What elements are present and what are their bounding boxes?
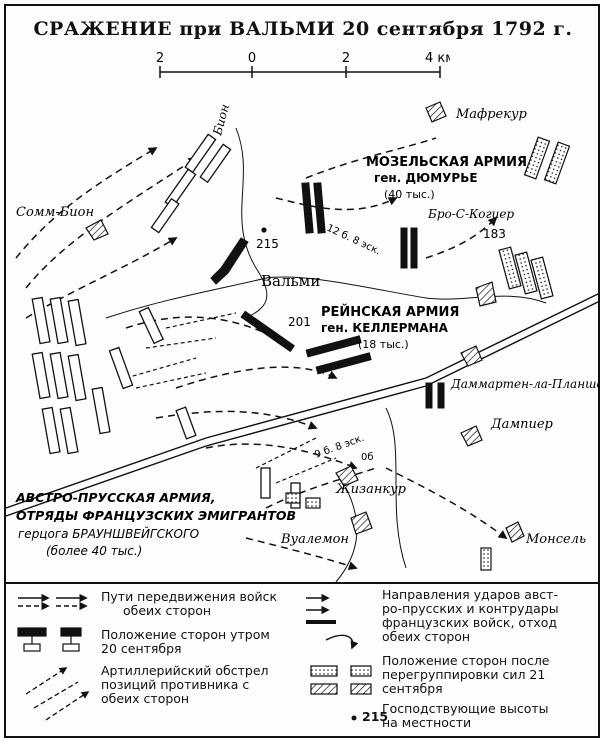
- annotation-9b8e: 9 б. 8 эск.: [313, 433, 365, 461]
- scale-tick: 0: [248, 51, 256, 66]
- legend-regroup-symbol: [310, 665, 372, 695]
- height-215: 215: [256, 237, 279, 251]
- heights: [85, 101, 525, 543]
- scale-tick: 2: [156, 51, 164, 66]
- rhine-army-name: РЕЙНСКАЯ АРМИЯ: [321, 304, 459, 320]
- label-mafrekur: Мафрекур: [455, 107, 528, 122]
- label-dampier: Дампиер: [490, 417, 554, 432]
- allied-army-line4: (более 40 тыс.): [46, 544, 142, 558]
- label-vualemon: Вуалемон: [280, 532, 349, 547]
- regroup-positions: [285, 136, 571, 571]
- height-201: 201: [288, 315, 311, 329]
- legend-strikes-symbol: [306, 593, 359, 650]
- french-positions: [210, 182, 445, 409]
- allied-positions: [31, 133, 301, 509]
- battle-map: Мафрекур Бион Сомм-Бион Вальми Бро-С-Ког…: [6, 101, 600, 582]
- allied-army-line2: ОТРЯДЫ ФРАНЦУЗСКИХ ЭМИГРАНТОВ: [16, 508, 296, 523]
- legend-morning-symbol: [17, 627, 82, 652]
- legend-symbols: [17, 593, 372, 721]
- legend-strikes: Направления ударов авст-ро-прусских и ко…: [382, 587, 559, 644]
- moselle-army-name: МОЗЕЛЬСКАЯ АРМИЯ: [366, 155, 527, 170]
- scale-bar: 2 0 2 4 км: [156, 51, 450, 78]
- legend-height-dot: [351, 715, 357, 721]
- scale-tick: 4 км: [425, 51, 450, 66]
- legend-routes-symbol: [18, 593, 88, 611]
- annotation-0b: 0б: [361, 452, 374, 463]
- annotation-12b8e: 12 б. 8 эск.: [325, 223, 382, 258]
- label-monsel: Монсель: [525, 532, 586, 547]
- rhine-army-general: ген. КЕЛЛЕРМАНА: [321, 321, 449, 335]
- label-zhizankur: Жизанкур: [335, 482, 407, 497]
- allied-army-line1: АВСТРО-ПРУССКАЯ АРМИЯ,: [15, 490, 215, 505]
- main-road: [6, 292, 600, 517]
- label-dammartin: Даммартен-ла-Планшет: [450, 377, 600, 391]
- height-183: 183: [483, 227, 506, 241]
- artillery-fire: [125, 312, 337, 484]
- map-title: СРАЖЕНИЕ при ВАЛЬМИ 20 сентября 1792 г.: [33, 18, 573, 40]
- legend-height-sample: 215: [362, 709, 389, 724]
- label-valmi: Вальми: [261, 272, 320, 290]
- label-somm-bion: Сомм-Бион: [16, 205, 94, 220]
- map-frame: [4, 4, 600, 738]
- label-bro-s-kogier: Бро-С-Когиер: [427, 207, 514, 221]
- moselle-army-strength: (40 тыс.): [384, 188, 435, 201]
- label-bion: Бион: [210, 102, 232, 137]
- allied-army-line3: герцога БРАУНШВЕЙГСКОГО: [18, 526, 199, 541]
- scale-tick: 2: [342, 51, 350, 66]
- legend-artillery-symbol: [25, 667, 90, 721]
- moselle-army-general: ген. ДЮМУРЬЕ: [374, 171, 478, 185]
- rhine-army-strength: (18 тыс.): [358, 338, 409, 351]
